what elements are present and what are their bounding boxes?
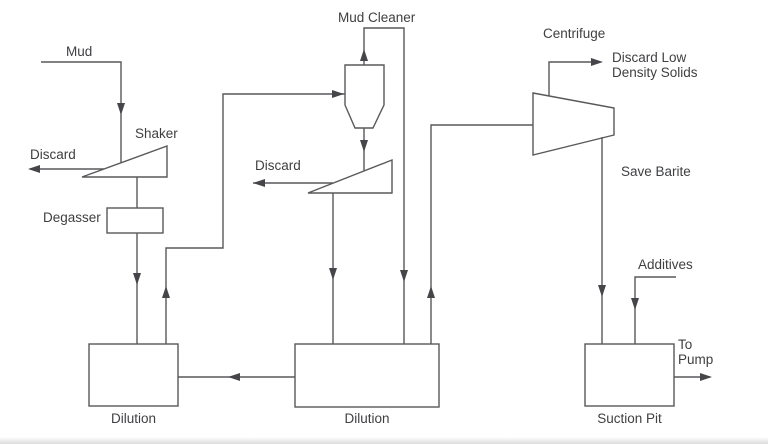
additives-label: Additives bbox=[638, 257, 693, 272]
mud-label: Mud bbox=[66, 44, 93, 59]
arrow-up-centrifuge-feed-icon bbox=[427, 286, 435, 298]
dilution-tank-2-box bbox=[294, 343, 440, 408]
degasser-box bbox=[106, 207, 164, 234]
centrifuge-symbol bbox=[532, 92, 615, 156]
arrow-up-overflow-icon bbox=[360, 49, 368, 61]
arrow-up-recirculation-icon bbox=[162, 286, 170, 298]
mud-cleaner-label: Mud Cleaner bbox=[338, 10, 416, 25]
arrow-down-save-barite-icon bbox=[598, 285, 606, 297]
arrow-down-underflow-icon bbox=[360, 140, 368, 152]
arrow-left-transfer-icon bbox=[228, 373, 240, 381]
arrow-down-overflow-return-icon bbox=[400, 270, 408, 282]
arrow-down-shaker2-icon bbox=[329, 268, 337, 280]
shaker-symbol bbox=[81, 144, 168, 178]
discard-low-density-label: Discard Low Density Solids bbox=[612, 50, 698, 80]
arrow-down-additives-icon bbox=[631, 298, 639, 310]
mud-feed-line bbox=[41, 61, 122, 163]
discard2-label: Discard bbox=[255, 158, 301, 173]
arrow-down-degasser-icon bbox=[133, 273, 141, 285]
shaker-label: Shaker bbox=[135, 126, 178, 141]
arrow-down-mud-feed-icon bbox=[117, 103, 125, 115]
to-pump-line2: Pump bbox=[678, 352, 714, 367]
discard-low-line1: Discard Low bbox=[612, 50, 687, 65]
centrifuge-label: Centrifuge bbox=[543, 26, 606, 41]
mud-cleaner-overflow-line bbox=[363, 27, 405, 344]
degasser-label: Degasser bbox=[43, 210, 101, 225]
dilution-to-mud-cleaner-line bbox=[165, 93, 345, 344]
discard-low-line2: Density Solids bbox=[612, 65, 698, 80]
suction-pit-label: Suction Pit bbox=[597, 411, 662, 426]
to-pump-label: To Pump bbox=[678, 337, 713, 367]
centrifuge-overflow-line bbox=[548, 61, 600, 96]
discard1-label: Discard bbox=[30, 147, 76, 162]
to-pump-line1: To bbox=[678, 337, 693, 352]
dilution-to-centrifuge-line bbox=[430, 124, 533, 344]
mud-cleaner-shaker-symbol bbox=[307, 158, 393, 194]
dilution1-label: Dilution bbox=[110, 411, 157, 426]
arrow-right-to-pump-icon bbox=[700, 373, 712, 381]
arrow-left-discard2-icon bbox=[253, 179, 265, 187]
arrow-right-mud-cleaner-feed-icon bbox=[332, 90, 344, 98]
dilution-tank-1-box bbox=[88, 343, 179, 407]
suction-pit-box bbox=[584, 343, 675, 407]
arrow-right-discard-low-icon bbox=[591, 58, 603, 66]
save-barite-label: Save Barite bbox=[621, 164, 691, 179]
arrow-left-discard1-icon bbox=[28, 165, 40, 173]
additives-line bbox=[634, 276, 676, 344]
dilution2-label: Dilution bbox=[344, 411, 390, 426]
bottom-edge-shadow bbox=[0, 437, 768, 444]
mud-cleaner-symbol bbox=[344, 64, 385, 129]
